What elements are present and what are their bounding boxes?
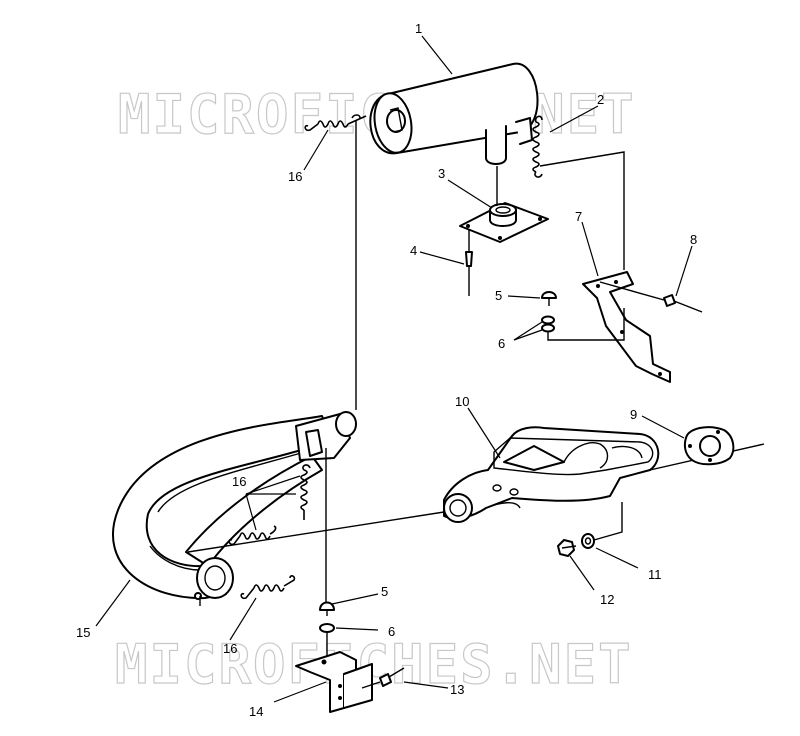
- muffler: [369, 62, 539, 165]
- callout-9: 9: [630, 407, 637, 422]
- callout-14: 14: [249, 704, 263, 719]
- callout-2: 2: [597, 92, 604, 107]
- bracket-14: [295, 651, 373, 713]
- spring-16-mid-a: [300, 464, 311, 520]
- callout-3: 3: [438, 166, 445, 181]
- callout-10: 10: [455, 394, 469, 409]
- callout-13: 13: [450, 682, 464, 697]
- callout-16-upper: 16: [288, 169, 302, 184]
- head-pipe: [112, 411, 357, 600]
- callout-4: 4: [410, 243, 417, 258]
- callout-15: 15: [76, 625, 90, 640]
- callout-6-lower: 6: [388, 624, 395, 639]
- spring-16-upper: [304, 114, 367, 132]
- spring-2: [532, 115, 543, 178]
- callout-1: 1: [415, 21, 422, 36]
- callout-16-lower: 16: [223, 641, 237, 656]
- callout-11: 11: [648, 567, 662, 582]
- flange-gasket: [459, 202, 549, 243]
- callout-5-upper: 5: [495, 288, 502, 303]
- bolt-4: [465, 230, 473, 296]
- callout-8: 8: [690, 232, 697, 247]
- bracket-7: [582, 271, 671, 383]
- callout-5-lower: 5: [381, 584, 388, 599]
- grommet-5-lower: [319, 601, 335, 616]
- callout-6-upper: 6: [498, 336, 505, 351]
- callout-16-middle: 16: [232, 474, 246, 489]
- leader-lines: [95, 35, 693, 703]
- grommet-5-upper: [541, 291, 557, 306]
- spring-16-mid-b: [228, 525, 277, 546]
- watermark-bottom: MICROFICHES.NET: [115, 633, 633, 696]
- washers-6-upper: [541, 315, 555, 333]
- exhaust-manifold: [443, 426, 660, 523]
- spring-16-lower: [240, 575, 296, 600]
- callout-12: 12: [600, 592, 614, 607]
- bolt-8: [599, 281, 703, 313]
- washer-11: [581, 533, 595, 549]
- manifold-gasket: [683, 426, 735, 466]
- washer-6-lower: [319, 623, 335, 633]
- bolt-13: [361, 667, 405, 689]
- callout-7: 7: [575, 209, 582, 224]
- nut-12: [557, 539, 577, 557]
- callout-labels: 1 2 3 4 5 6 7 8 9 10 11 12 13 14 15 16 1…: [76, 21, 697, 719]
